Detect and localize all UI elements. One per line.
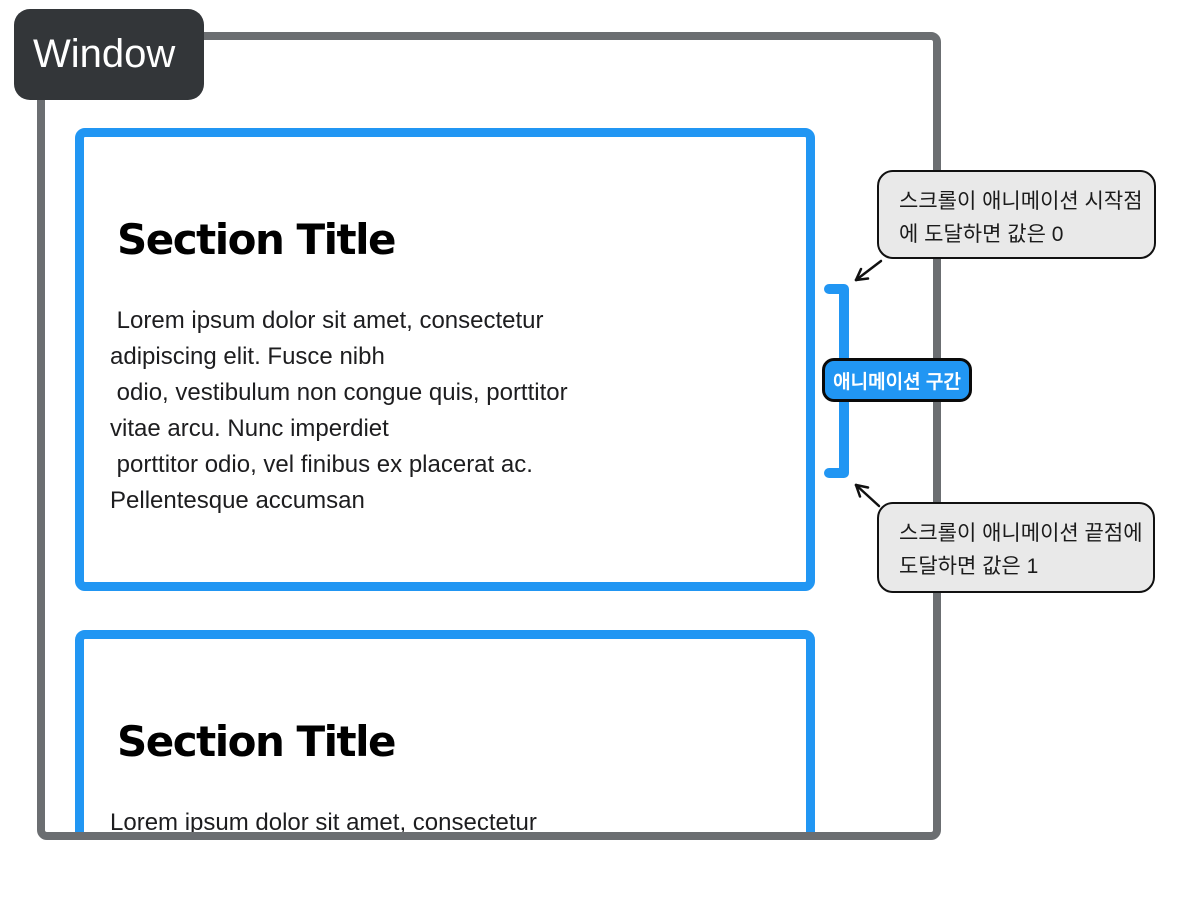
section-title: Section Title [117,215,397,264]
section-title: Section Title [117,717,397,766]
window-frame [37,32,941,840]
animation-range-badge: 애니메이션 구간 [822,358,972,402]
callout-animation-end: 스크롤이 애니메이션 끝점에 도달하면 값은 1 [877,502,1155,593]
callout-line: 스크롤이 애니메이션 시작점 [899,190,1143,213]
body-line: odio, vestibulum non congue quis, portti… [110,379,568,406]
body-line: vitae arcu. Nunc imperdiet [110,415,389,442]
window-viewport: Section Title Lorem ipsum dolor sit amet… [45,40,933,832]
window-label: Window [14,9,204,100]
body-line: Pellentesque accumsan [110,487,365,514]
callout-line: 도달하면 값은 1 [899,555,1039,578]
section-card-1: Section Title Lorem ipsum dolor sit amet… [75,128,815,591]
callout-line: 에 도달하면 값은 0 [899,223,1064,246]
body-line: Lorem ipsum dolor sit amet, consectetur [110,809,537,832]
section-card-2: Section Title Lorem ipsum dolor sit amet… [75,630,815,832]
section-body: Lorem ipsum dolor sit amet, consectetur … [110,303,568,519]
body-line: adipiscing elit. Fusce nibh [110,343,385,370]
callout-animation-start: 스크롤이 애니메이션 시작점 에 도달하면 값은 0 [877,170,1156,259]
callout-line: 스크롤이 애니메이션 끝점에 [899,522,1143,545]
body-line: porttitor odio, vel finibus ex placerat … [110,451,533,478]
section-body: Lorem ipsum dolor sit amet, consectetur [110,805,537,832]
body-line: Lorem ipsum dolor sit amet, consectetur [110,307,544,334]
